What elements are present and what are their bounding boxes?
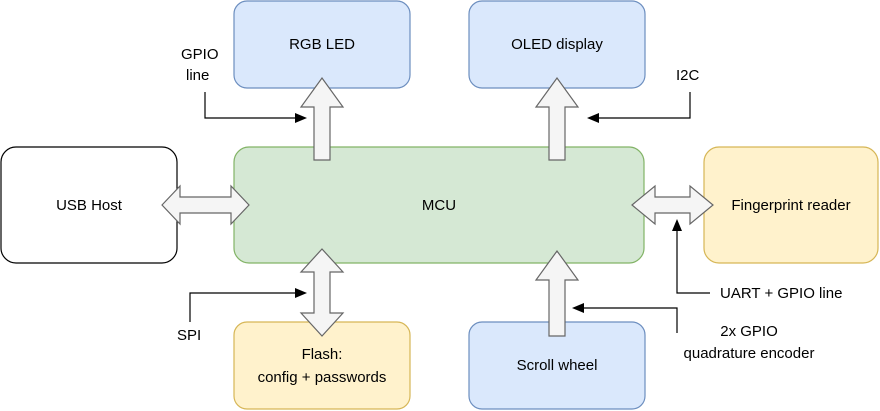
spi-connector (189, 288, 307, 322)
uart-gpio-label: UART + GPIO line (720, 285, 842, 302)
usb-host-label: USB Host (56, 197, 123, 214)
fingerprint-reader-block: Fingerprint reader (703, 146, 879, 264)
rgb-led-block: RGB LED (233, 0, 411, 89)
oled-display-block: OLED display (468, 0, 646, 89)
encoder-connector (572, 303, 678, 333)
fingerprint-reader-label: Fingerprint reader (731, 197, 850, 214)
i2c-label: I2C (676, 67, 700, 84)
usb-host-block: USB Host (0, 146, 178, 264)
flash-label-line1: Flash: (302, 346, 343, 363)
spi-label: SPI (177, 327, 201, 344)
mcu-fingerprint-double-arrow (631, 184, 714, 226)
encoder-label-line1: 2x GPIO (720, 323, 778, 340)
gpio-line-label-line1: GPIO (181, 46, 219, 63)
rgb-led-label: RGB LED (289, 36, 355, 53)
mcu-to-rgb-led-arrow (299, 76, 345, 161)
flash-label-line2: config + passwords (258, 369, 387, 386)
i2c-connector (587, 92, 691, 123)
usb-host-mcu-double-arrow (161, 184, 250, 226)
uart-gpio-connector (672, 219, 710, 294)
gpio-line-label-line2: line (186, 67, 209, 84)
mcu-flash-double-arrow (299, 248, 345, 337)
mcu-to-oled-arrow (534, 76, 580, 161)
scroll-wheel-label: Scroll wheel (517, 357, 598, 374)
mcu-block: MCU (233, 146, 645, 264)
mcu-label: MCU (422, 197, 456, 214)
gpio-line-connector (204, 92, 307, 123)
oled-display-label: OLED display (511, 36, 603, 53)
scroll-wheel-to-mcu-arrow (534, 249, 580, 337)
scroll-wheel-block: Scroll wheel (468, 321, 646, 410)
encoder-label-line2: quadrature encoder (684, 345, 815, 362)
